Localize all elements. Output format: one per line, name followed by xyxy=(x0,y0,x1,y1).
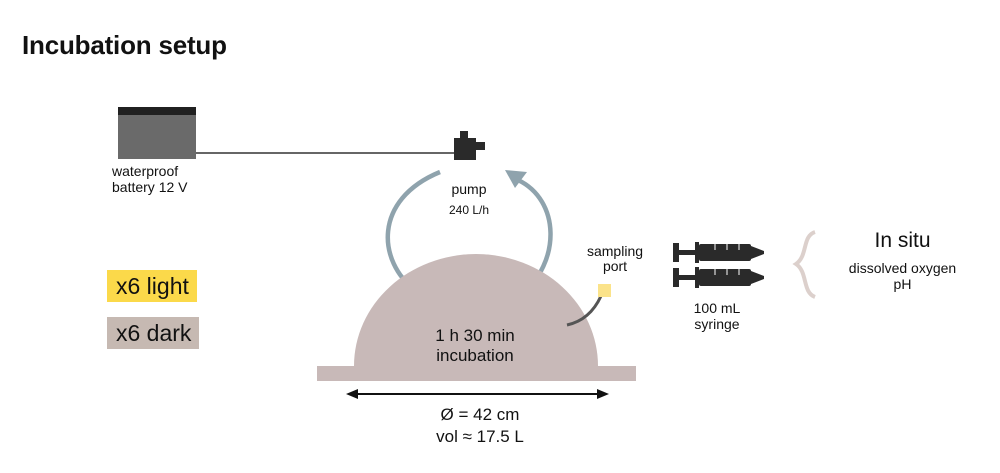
measurements-heading: In situ xyxy=(874,229,931,252)
diameter-arrow-icon xyxy=(346,389,609,399)
syringe-label: 100 mL syringe xyxy=(693,300,741,332)
battery-icon xyxy=(118,107,196,159)
incubation-label: 1 h 30 min incubation xyxy=(435,326,515,365)
measurement-oxygen: dissolved oxygen xyxy=(848,260,957,276)
incubation-chamber xyxy=(317,254,636,381)
pump-label: pump 240 L/h xyxy=(448,181,490,217)
measurement-ph: pH xyxy=(893,276,912,292)
syringe-icon xyxy=(673,242,764,288)
brace-icon xyxy=(792,230,817,299)
pump-icon xyxy=(454,131,485,160)
battery-label: waterproof battery 12 V xyxy=(112,163,188,195)
page-title: Incubation setup xyxy=(22,30,227,60)
measurements-block: In situ dissolved oxygen pH xyxy=(815,229,990,292)
legend-light: x6 light xyxy=(107,270,197,302)
sampling-port-label: sampling port xyxy=(586,243,644,274)
diameter-value: Ø = 42 cm xyxy=(440,405,520,424)
legend-dark: x6 dark xyxy=(107,317,200,349)
volume-value: vol ≈ 17.5 L xyxy=(436,427,524,446)
sampling-port-icon xyxy=(566,284,611,327)
dimensions-label: Ø = 42 cm vol ≈ 17.5 L xyxy=(380,404,580,448)
